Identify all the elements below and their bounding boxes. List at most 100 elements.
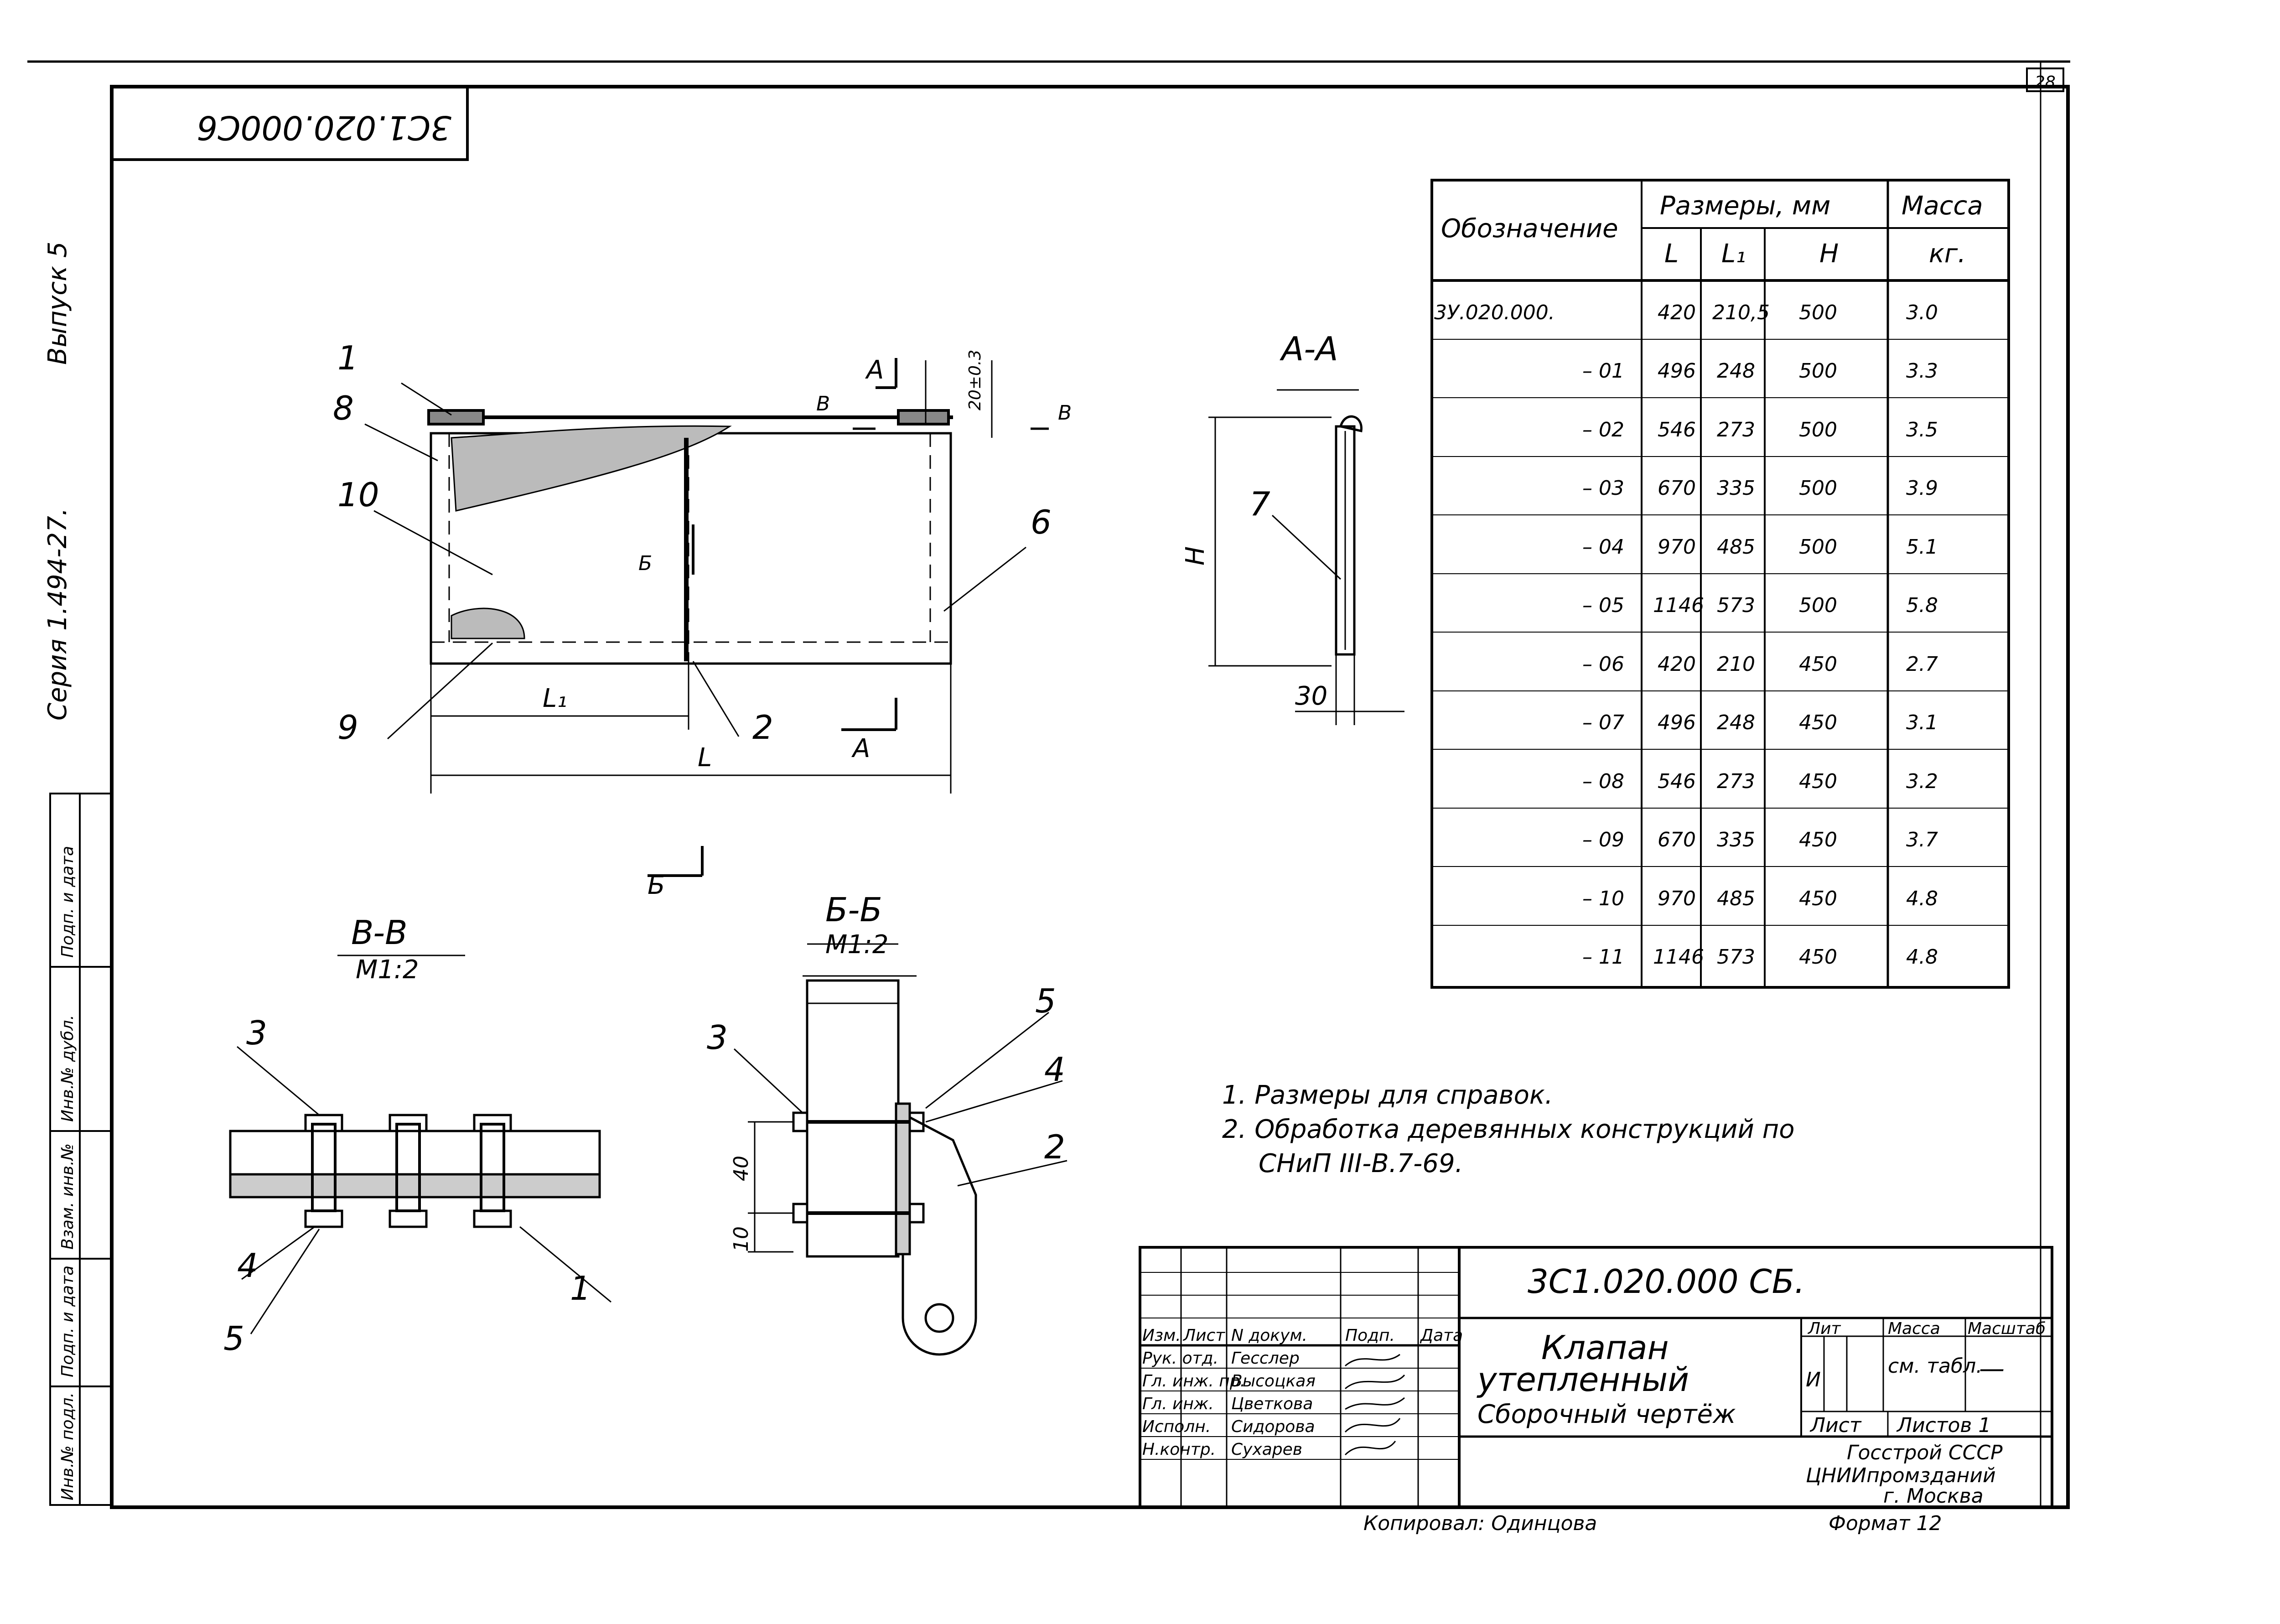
role-4: Исполн.: [1142, 1417, 1211, 1436]
role-5-name: Сухарев: [1231, 1440, 1302, 1459]
section-bb: [733, 943, 1067, 1356]
table-row-1-m: 3.0: [1906, 301, 1938, 324]
table-header-mass: Масса: [1902, 191, 1983, 221]
table-row-11-d: – 10: [1582, 887, 1624, 910]
table-row-10-l: 670: [1658, 828, 1696, 851]
table-row-5-m: 5.1: [1906, 535, 1938, 559]
table-row-11-l1: 485: [1717, 887, 1755, 910]
table-row-9-l1: 273: [1717, 770, 1755, 793]
table-row-5-h: 500: [1799, 535, 1837, 559]
table-row-2-d: – 01: [1582, 359, 1624, 383]
table-row-6-h: 500: [1799, 594, 1837, 617]
section-mark-v-right: B: [1058, 401, 1072, 425]
footer-format: Формат 12: [1829, 1512, 1942, 1535]
section-bb-scale: M1:2: [825, 930, 888, 960]
title-line-1: Клапан: [1541, 1328, 1669, 1367]
callout-5-bb: 5: [1035, 982, 1056, 1020]
callout-8: 8: [333, 389, 354, 427]
table-row-10-m: 3.7: [1906, 828, 1938, 851]
org-line-2: ЦНИИпромзданий: [1806, 1464, 1996, 1487]
col-header-list: Лист: [1182, 1326, 1225, 1345]
table-row-9-m: 3.2: [1906, 770, 1938, 793]
table-row-7-h: 450: [1799, 653, 1837, 676]
table-row-6-m: 5.8: [1906, 594, 1938, 617]
sidebar-field-3: Взам. инв.№: [58, 1143, 77, 1250]
dim-30: 30: [1295, 681, 1327, 711]
section-mark-a-bottom: A: [851, 734, 870, 763]
lit-label: Лит: [1807, 1319, 1841, 1338]
table-row-8-l: 496: [1658, 711, 1696, 734]
table-row-4-d: – 03: [1582, 477, 1624, 500]
table-row-1-d: 3У.020.000.: [1434, 301, 1555, 324]
role-3-name: Цветкова: [1231, 1395, 1313, 1413]
table-row-7-l: 420: [1658, 653, 1696, 676]
table-row-3-l1: 273: [1717, 418, 1755, 441]
table-sub-h: H: [1819, 239, 1839, 269]
sidebar-field-5: Инв.№ подл.: [58, 1392, 77, 1500]
scale-value: —: [1979, 1354, 2005, 1384]
org-line-1: Госстрой СССР: [1847, 1441, 2003, 1464]
table-row-8-d: – 07: [1582, 711, 1624, 734]
table-sub-l: L: [1664, 239, 1679, 269]
table-row-12-d: – 11: [1582, 945, 1624, 969]
col-header-podp: Подп.: [1345, 1326, 1395, 1345]
table-row-9-h: 450: [1799, 770, 1837, 793]
role-4-name: Сидорова: [1231, 1417, 1315, 1436]
note-2: 2. Обработка деревянных конструкций по: [1222, 1115, 1795, 1144]
table-row-5-d: – 04: [1582, 535, 1624, 559]
table-row-10-h: 450: [1799, 828, 1837, 851]
table-row-11-h: 450: [1799, 887, 1837, 910]
section-mark-a-top: A: [865, 355, 884, 385]
issue-label: Выпуск 5: [43, 242, 73, 365]
role-2: Гл. инж. пр.: [1142, 1372, 1245, 1391]
table-row-8-l1: 248: [1717, 711, 1755, 734]
sheets-label: Листов 1: [1896, 1414, 1991, 1437]
sheet-number: 28: [2035, 73, 2056, 92]
section-mark-v-left: B: [816, 392, 830, 415]
table-row-6-d: – 05: [1582, 594, 1624, 617]
dim-40: 40: [730, 1156, 753, 1181]
left-sidebar: [49, 793, 113, 1506]
callout-4-bb: 4: [1044, 1050, 1065, 1089]
role-3: Гл. инж.: [1142, 1395, 1214, 1413]
table-row-1-h: 500: [1799, 301, 1837, 324]
table-row-4-m: 3.9: [1906, 477, 1938, 500]
table-row-7-l1: 210: [1717, 653, 1755, 676]
table-row-8-h: 450: [1799, 711, 1837, 734]
table-row-4-h: 500: [1799, 477, 1837, 500]
callout-2-bb: 2: [1044, 1128, 1065, 1166]
role-2-name: Высоцкая: [1231, 1372, 1316, 1391]
table-row-7-d: – 06: [1582, 653, 1624, 676]
title-doc-code: 3С1.020.000 СБ.: [1528, 1262, 1805, 1301]
stamp-code: 3С1.020.000С6: [197, 109, 451, 147]
signatures: [1344, 1354, 1405, 1456]
scale-label: Масштаб: [1968, 1319, 2046, 1338]
table-row-11-m: 4.8: [1906, 887, 1938, 910]
table-row-12-h: 450: [1799, 945, 1837, 969]
table-row-8-m: 3.1: [1906, 711, 1938, 734]
section-vv-scale: M1:2: [356, 955, 419, 985]
table-row-7-m: 2.7: [1906, 653, 1938, 676]
callout-5-vv: 5: [223, 1319, 244, 1358]
callout-1-vv: 1: [570, 1269, 591, 1308]
note-1: 1. Размеры для справок.: [1222, 1080, 1553, 1110]
callout-10: 10: [337, 476, 379, 514]
lit-value: И: [1806, 1368, 1821, 1391]
dim-l: L: [698, 743, 712, 773]
col-header-izm: Изм.: [1142, 1326, 1181, 1345]
series-label: Серия 1.494-27.: [43, 508, 73, 721]
sheet-label: Лист: [1809, 1414, 1862, 1437]
col-header-data: Дата: [1420, 1326, 1463, 1345]
table-header-sizes: Размеры, мм: [1660, 191, 1830, 221]
table-row-3-l: 546: [1658, 418, 1696, 441]
role-5: Н.контр.: [1142, 1440, 1216, 1459]
table-row-6-l1: 573: [1717, 594, 1755, 617]
table-row-9-d: – 08: [1582, 770, 1624, 793]
table-row-2-l: 496: [1658, 359, 1696, 383]
table-row-3-m: 3.5: [1906, 418, 1938, 441]
table-row-5-l1: 485: [1717, 535, 1755, 559]
callout-3-vv: 3: [246, 1014, 267, 1052]
sidebar-field-1: Подп. и дата: [58, 846, 77, 958]
dim-l1: L₁: [543, 684, 567, 713]
